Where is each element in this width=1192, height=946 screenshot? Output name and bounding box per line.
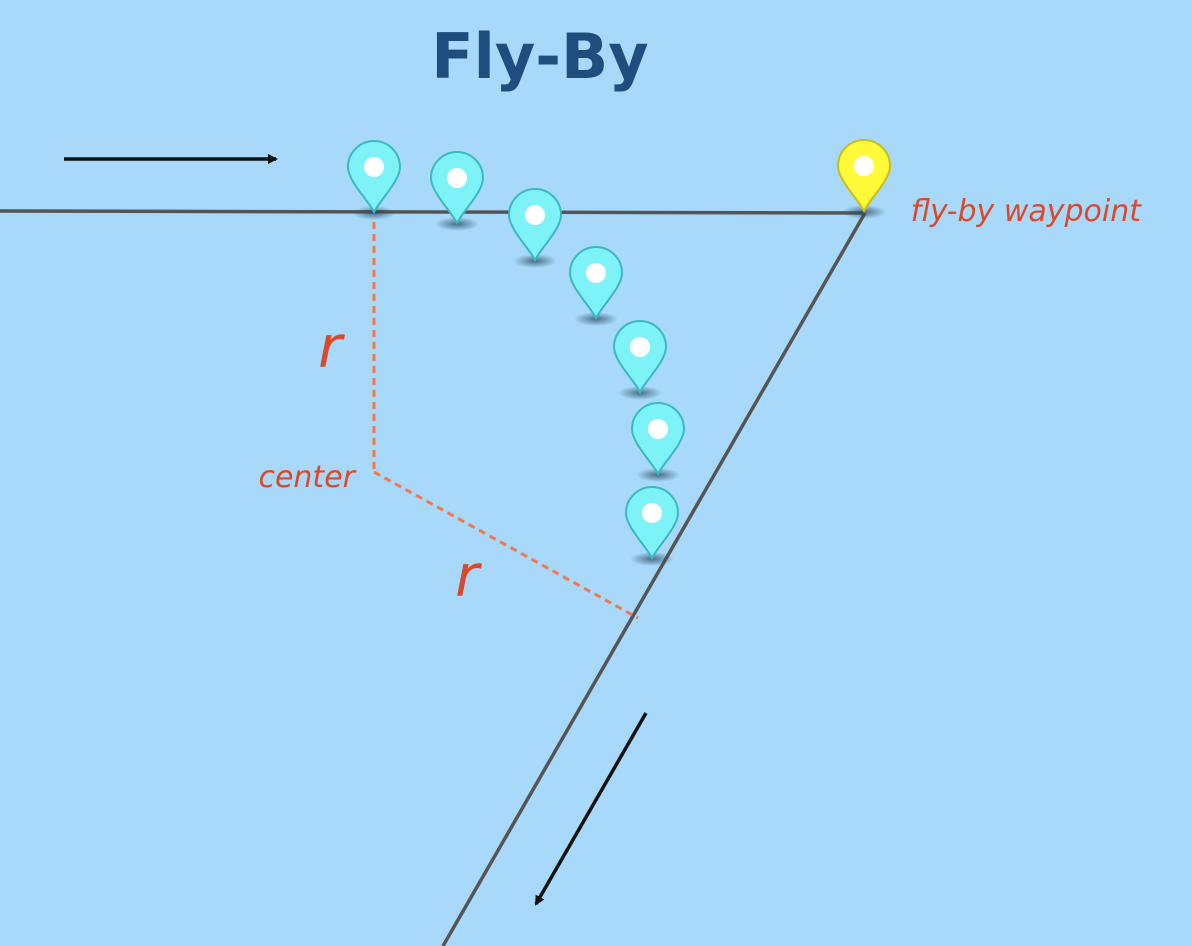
- radius-label-r: r: [318, 313, 345, 381]
- outbound-direction-arrow-icon: [534, 712, 648, 906]
- turn-point-map-pin-icon: [568, 246, 624, 326]
- waypoint-map-pin-icon: [836, 139, 892, 219]
- turn-point-map-pin-icon: [612, 320, 668, 400]
- inbound-leg-line: [0, 209, 866, 215]
- turn-point-map-pin-icon: [429, 151, 485, 231]
- turn-point-map-pin-icon: [346, 140, 402, 220]
- turn-point-map-pin-icon: [507, 188, 563, 268]
- turn-point-map-pin-icon: [630, 402, 686, 482]
- radius-line-diagonal: [373, 470, 639, 620]
- waypoint-label: fly-by waypoint: [911, 194, 1143, 229]
- turn-point-map-pin-icon: [624, 486, 680, 566]
- radius-label-r: r: [455, 542, 482, 610]
- diagram-title: Fly-By: [431, 20, 648, 93]
- outbound-leg-line: [441, 212, 867, 946]
- turn-path-markers: [346, 139, 892, 566]
- center-label: center: [258, 460, 356, 495]
